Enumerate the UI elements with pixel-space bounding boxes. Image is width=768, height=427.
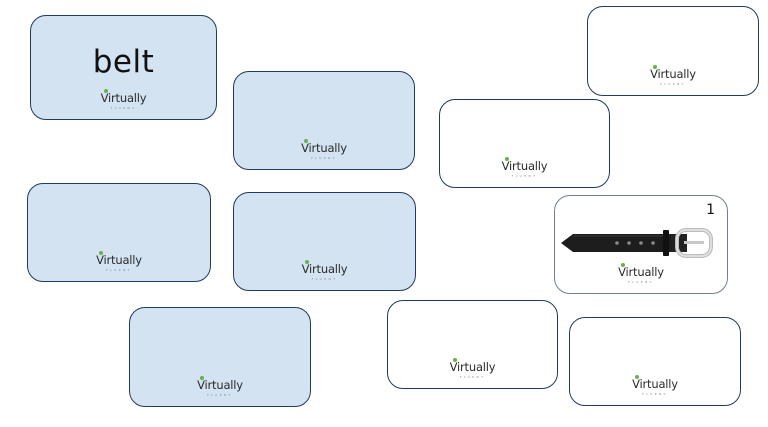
card-face-down[interactable]: Virtually FLUENT	[129, 307, 311, 407]
virtually-logo: Virtually FLUENT	[96, 251, 142, 272]
logo-dot-icon	[635, 375, 640, 379]
card-picture-belt[interactable]: 1 Virtually FLUENT	[554, 195, 728, 294]
card-word: belt	[92, 44, 155, 80]
virtually-logo: Virtually FLUENT	[618, 263, 664, 284]
logo-dot-icon	[200, 376, 205, 380]
card-word-belt[interactable]: belt Virtually FLUENT	[30, 15, 217, 120]
virtually-logo: Virtually FLUENT	[650, 65, 696, 86]
logo-dot-icon	[504, 157, 509, 161]
logo-dot-icon	[653, 65, 658, 69]
virtually-logo: Virtually FLUENT	[632, 375, 678, 396]
logo-dot-icon	[304, 139, 309, 143]
card-face-down[interactable]: Virtually FLUENT	[233, 71, 415, 170]
card-number: 1	[706, 202, 715, 218]
card-face-up-blank[interactable]: Virtually FLUENT	[387, 300, 558, 389]
virtually-logo: Virtually FLUENT	[301, 260, 348, 281]
virtually-logo: Virtually FLUENT	[501, 157, 548, 178]
logo-dot-icon	[621, 263, 626, 267]
card-face-down[interactable]: Virtually FLUENT	[233, 192, 416, 291]
logo-dot-icon	[304, 260, 309, 264]
virtually-logo: Virtually FLUENT	[449, 358, 496, 379]
virtually-logo: Virtually FLUENT	[301, 139, 347, 160]
card-face-down[interactable]: Virtually FLUENT	[27, 183, 211, 282]
logo-dot-icon	[103, 89, 108, 93]
card-face-up-blank[interactable]: Virtually FLUENT	[569, 317, 741, 406]
logo-dot-icon	[99, 251, 104, 255]
virtually-logo: Virtually FLUENT	[197, 376, 243, 397]
belt-icon	[561, 228, 713, 258]
card-face-up-blank[interactable]: Virtually FLUENT	[587, 6, 759, 96]
logo-dot-icon	[452, 358, 457, 362]
virtually-logo: Virtually FLUENT	[100, 89, 147, 110]
card-face-up-blank[interactable]: Virtually FLUENT	[439, 99, 610, 188]
